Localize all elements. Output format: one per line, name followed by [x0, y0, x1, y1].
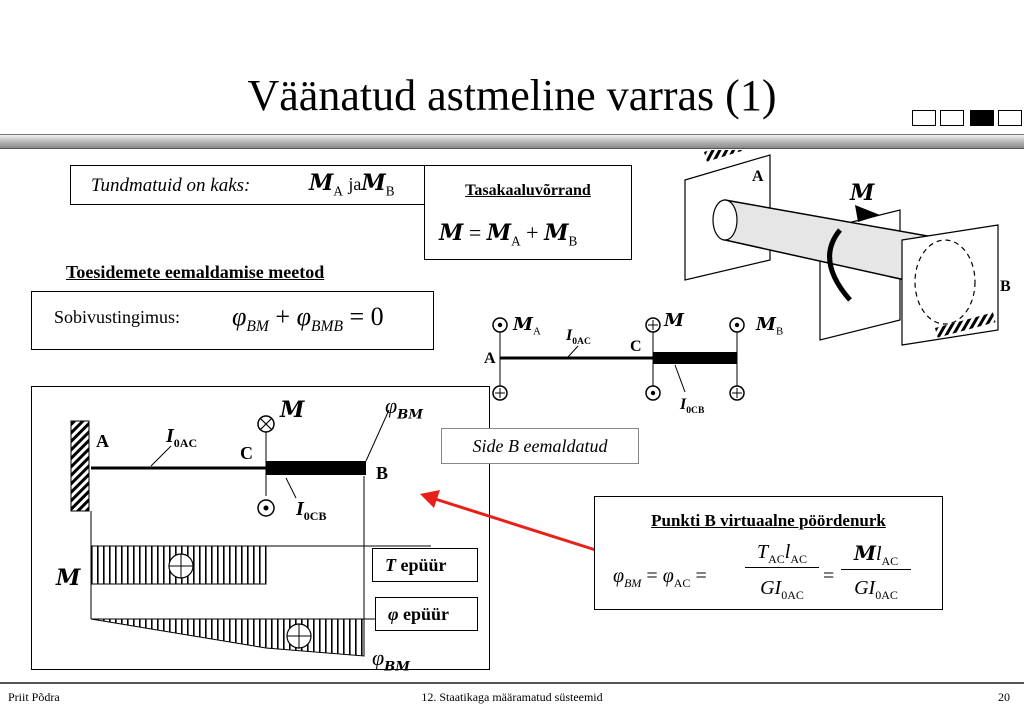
- equilibrium-formula: M = MA + MB: [439, 220, 578, 249]
- main-i-ac: I0AC: [166, 425, 198, 450]
- footer-line: [0, 682, 1024, 684]
- main-label-a: A: [96, 431, 109, 451]
- unknowns-label: Tundmatuid on kaks:: [91, 175, 251, 196]
- phi-diagram-label-box: φ epüür: [375, 597, 478, 631]
- virtual-frac2-num: MlAC: [841, 541, 911, 570]
- unknowns-box: Tundmatuid on kaks: MA jaMB: [70, 165, 430, 205]
- virtual-frac1-den: GI0AC: [760, 577, 804, 602]
- beam-schematic: [492, 317, 745, 401]
- fixed-support-a: [70, 420, 90, 512]
- angle-diagram: [90, 618, 365, 657]
- drawing-m: M: [850, 180, 875, 206]
- page-number: 20: [998, 690, 1010, 704]
- equilibrium-heading: Tasakaaluvõrrand: [465, 182, 591, 199]
- virtual-frac2-den: GI0AC: [854, 577, 898, 602]
- methods-heading: Toesidemete eemaldamise meetod: [66, 262, 325, 282]
- virtual-frac1-num: TAClAC: [745, 541, 819, 568]
- virtual-heading: Punkti B virtuaalne pöördenurk: [651, 511, 886, 530]
- compat-box: Sobivustingimus: φBM + φBMB = 0: [31, 291, 434, 350]
- schematic-label-c: C: [630, 338, 642, 355]
- equilibrium-box: Tasakaaluvõrrand M = MA + MB: [424, 165, 632, 260]
- schematic-ma: MA: [513, 314, 541, 338]
- footer-author: Priit Põdra: [8, 690, 60, 704]
- drawing-label-a: A: [752, 168, 764, 185]
- shaft-3d-drawing: [684, 150, 999, 346]
- title-band: [0, 134, 1024, 149]
- schematic-mb: MB: [756, 314, 784, 338]
- wall-b: [901, 224, 999, 346]
- main-phi-top: φBM: [385, 393, 423, 423]
- schematic-cb-segment: [653, 352, 737, 364]
- compat-formula: φBM + φBMB = 0: [232, 302, 384, 336]
- main-m: M: [280, 397, 305, 423]
- schematic-i-ac: I0AC: [566, 327, 591, 348]
- virtual-eq2: =: [823, 565, 835, 587]
- schematic-m: M: [664, 310, 684, 331]
- main-diagram: [70, 409, 431, 657]
- nav-square-3[interactable]: [970, 110, 994, 126]
- removed-label-box: Side B eemaldatud: [441, 428, 639, 464]
- segment-cb: [266, 461, 366, 475]
- slide-title: Väänatud astmeline varras (1): [247, 71, 777, 120]
- main-phi-bottom: φBM: [372, 645, 410, 675]
- compat-label: Sobivustingimus:: [54, 307, 181, 327]
- red-arrow-icon: [420, 490, 603, 554]
- nav-square-2[interactable]: [940, 110, 964, 126]
- schematic-i-cb: I0CB: [680, 396, 705, 417]
- t-diagram-label: T epüür: [385, 555, 447, 575]
- footer-chapter: 12. Staatikaga määramatud süsteemid: [421, 690, 603, 704]
- torque-arrow-icon: [827, 228, 852, 302]
- main-i-cb: I0CB: [296, 498, 327, 523]
- drawing-label-b: B: [1000, 278, 1011, 295]
- schematic-label-a: A: [484, 350, 496, 367]
- removed-label: Side B eemaldatud: [472, 436, 608, 456]
- t-diagram-label-box: T epüür: [372, 548, 478, 582]
- virtual-formula-left: φBM = φAC =: [613, 565, 707, 590]
- phi-diagram-label: φ epüür: [388, 604, 450, 624]
- virtual-rotation-box: Punkti B virtuaalne pöördenurk φBM = φAC…: [594, 496, 943, 610]
- nav-square-1[interactable]: [912, 110, 936, 126]
- unknowns-formula: MA jaMB: [309, 170, 395, 199]
- main-m-diagram: M: [56, 565, 81, 591]
- main-label-c: C: [240, 443, 253, 463]
- nav-square-4[interactable]: [998, 110, 1022, 126]
- main-label-b: B: [376, 463, 389, 483]
